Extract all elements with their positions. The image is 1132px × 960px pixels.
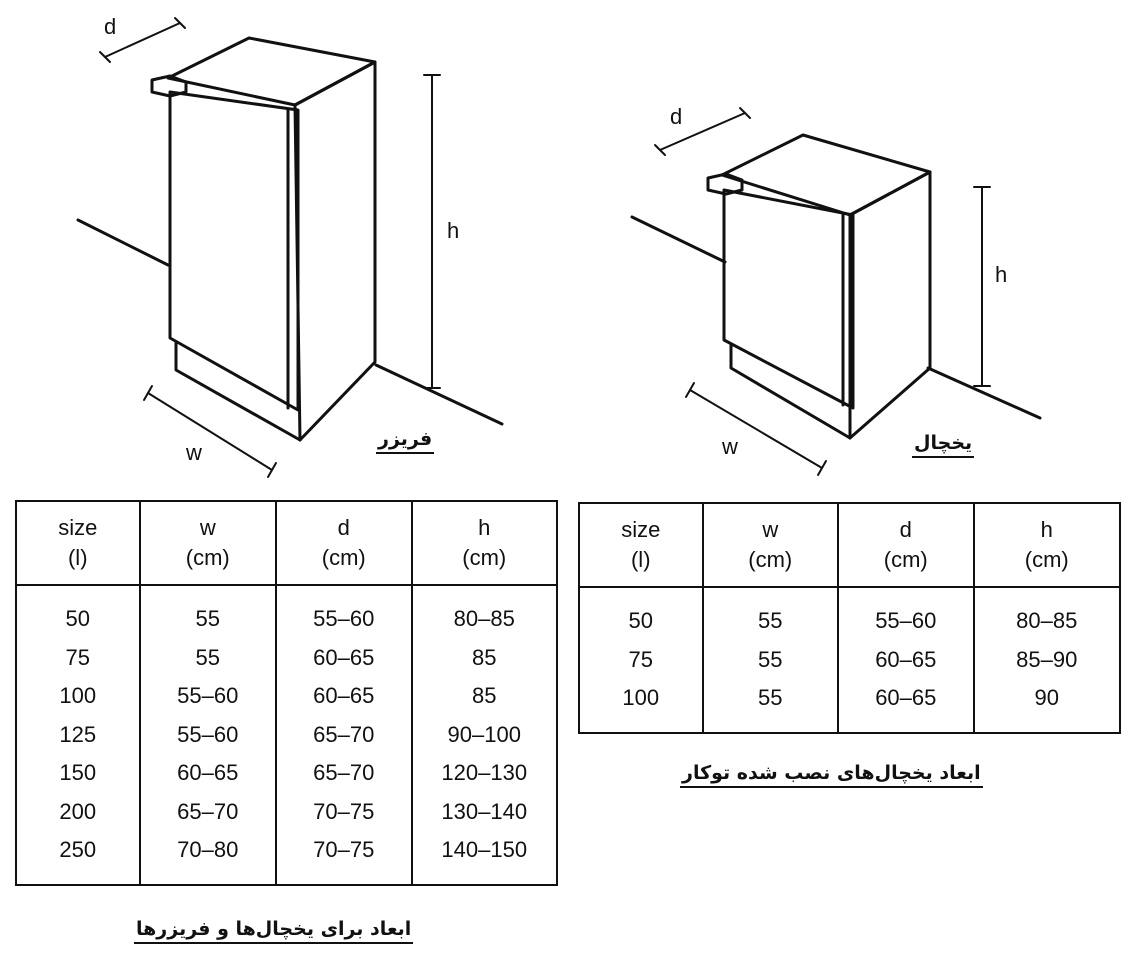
freezer-d-label: d [104,14,116,39]
header-size: size(l) [578,503,704,588]
freezer-drawing [76,17,504,478]
freezer-w-label: w [185,440,202,465]
table-header-row: size(l) w(cm) d(cm) h(cm) [578,503,1122,588]
header-size: size(l) [15,501,141,586]
header-w: w(cm) [138,501,278,586]
freezer-caption: فریزر [376,428,435,454]
table-header-row: size(l) w(cm) d(cm) h(cm) [15,501,558,586]
fridge-d-label: d [670,104,682,129]
header-d: d(cm) [275,501,413,586]
fridge-h-label: h [995,262,1007,287]
main-table-caption: ابعاد برای یخچال‌ها و فریزرها [134,918,414,944]
header-w: w(cm) [701,503,840,588]
fridge-w-label: w [721,434,738,459]
header-d: d(cm) [837,503,975,588]
header-h: h(cm) [972,503,1122,588]
freezer-h-label: h [447,218,459,243]
appliance-drawings: d h w d h w [76,14,1042,478]
fridge-caption: یخچال [912,432,975,458]
builtin-table-caption: ابعاد یخچال‌های نصب شده توکار [680,762,983,788]
fridge-drawing [630,107,1042,476]
header-h: h(cm) [410,501,558,586]
